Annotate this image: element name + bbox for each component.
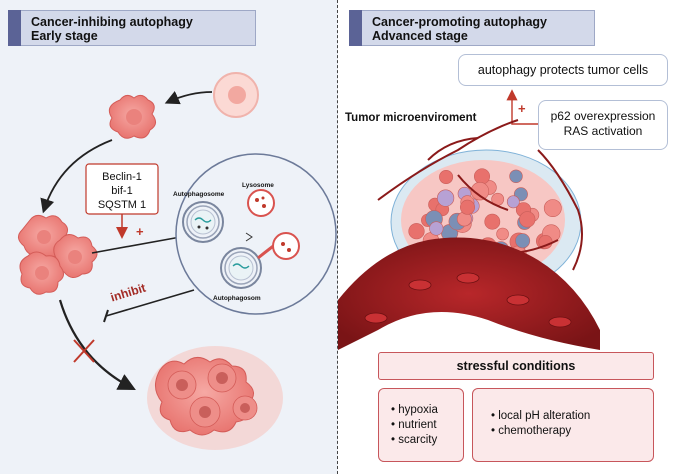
inhibit-label: inhibit: [109, 281, 148, 305]
stress-list-b-box: • local pH alteration • chemotherapy: [472, 388, 654, 462]
protects-box: autophagy protects tumor cells: [458, 54, 668, 86]
regulator-bif: bif-1: [111, 185, 132, 197]
right-illustration: + Tumor microenviroment: [338, 89, 600, 350]
stress-item-nutrient-text: nutrient: [398, 419, 437, 431]
tumor-cell: [543, 199, 562, 218]
tumor-cell: [506, 195, 520, 209]
stressful-conditions-text: stressful conditions: [456, 359, 576, 373]
tumor-cell: [484, 213, 501, 230]
progression-arrow-icon: [58, 299, 136, 391]
transform-arrow-icon: [164, 90, 213, 105]
left-illustration: Beclin-1 bif-1 SQSTM 1 + Autophagosome L…: [18, 72, 337, 450]
stress-item-hypoxia-text: hypoxia: [398, 404, 438, 416]
stress-item-ph-text: local pH alteration: [498, 410, 591, 422]
autophagosome-fused-label: Autophagosom: [213, 295, 261, 302]
fusion-arrow-icon: [245, 232, 253, 242]
right-plus-sign: +: [518, 101, 526, 116]
stress-item-chemo: • chemotherapy: [491, 425, 572, 437]
normal-cell-icon: [213, 72, 259, 118]
stress-item-chemo-text: chemotherapy: [498, 425, 572, 437]
right-header: Cancer-promoting autophagy Advanced stag…: [349, 10, 595, 46]
lysosome-icon: [247, 189, 275, 217]
tumor-cell: [519, 211, 536, 228]
tumor-cell: [496, 227, 509, 241]
autophagosome-label: Autophagosome: [173, 191, 225, 198]
stress-item-scarcity-text: scarcity: [398, 434, 438, 446]
blood-vessel-icon: [338, 237, 600, 350]
to-autophagy-arrow-icon: [91, 231, 190, 254]
cancer-cell-icon: [108, 94, 156, 139]
tumor-mass-icon: [147, 346, 283, 450]
stressful-conditions-box: stressful conditions: [378, 352, 654, 380]
lysosome-label: Lysosome: [242, 182, 274, 189]
left-header-line2: Early stage: [31, 29, 98, 43]
tumor-cell-group: [408, 168, 562, 273]
tumor-microenvironment-label: Tumor microenviroment: [345, 112, 477, 124]
protects-text: autophagy protects tumor cells: [477, 63, 649, 77]
left-header-title: Cancer-inhibing autophagy Early stage: [31, 15, 193, 43]
panel-divider: [337, 0, 338, 474]
regulator-beclin: Beclin-1: [102, 171, 142, 183]
left-header: Cancer-inhibing autophagy Early stage: [8, 10, 256, 46]
left-header-line1: Cancer-inhibing autophagy: [31, 15, 193, 29]
regulator-sqstm: SQSTM 1: [98, 199, 146, 211]
right-header-line1: Cancer-promoting autophagy: [372, 15, 548, 29]
tumor-cell: [429, 221, 444, 236]
cancer-cluster-icon: [18, 214, 98, 295]
p62-box: p62 overexpression RAS activation: [538, 100, 668, 150]
inhibit-bar-icon: [103, 309, 109, 323]
right-header-title: Cancer-promoting autophagy Advanced stag…: [372, 15, 547, 43]
autolysosome-icon: [220, 232, 300, 289]
blood-vessel-branches-icon: [377, 119, 583, 271]
autophagy-process-circle: [175, 153, 337, 315]
stress-item-hypoxia: • hypoxia: [391, 404, 438, 416]
tumor-cell: [474, 168, 491, 185]
inhibit-line: [105, 289, 195, 317]
header-accent-bar: [349, 10, 362, 46]
tumor-cell: [460, 199, 476, 215]
tumor-cell: [515, 233, 531, 249]
stress-item-ph: • local pH alteration: [491, 410, 591, 422]
stress-item-scarcity: • scarcity: [391, 434, 438, 446]
tumor-cell: [439, 170, 454, 185]
tumor-cell: [408, 223, 425, 240]
autophagosome-icon: [182, 201, 224, 243]
tumor-cell: [470, 182, 490, 201]
blocked-cross-icon: [73, 339, 95, 363]
promotion-arrow-icon: [506, 89, 538, 125]
tumor-cell: [509, 169, 523, 184]
right-header-line2: Advanced stage: [372, 29, 468, 43]
p62-line2: RAS activation: [563, 124, 643, 138]
stress-list-a-box: • hypoxia • nutrient • scarcity: [378, 388, 464, 462]
header-accent-bar: [8, 10, 21, 46]
stress-item-nutrient: • nutrient: [391, 419, 437, 431]
proliferation-arrow-icon: [40, 139, 113, 214]
tumor-cell: [436, 189, 455, 207]
p62-line1: p62 overexpression: [550, 109, 656, 123]
left-plus-sign: +: [136, 224, 144, 239]
